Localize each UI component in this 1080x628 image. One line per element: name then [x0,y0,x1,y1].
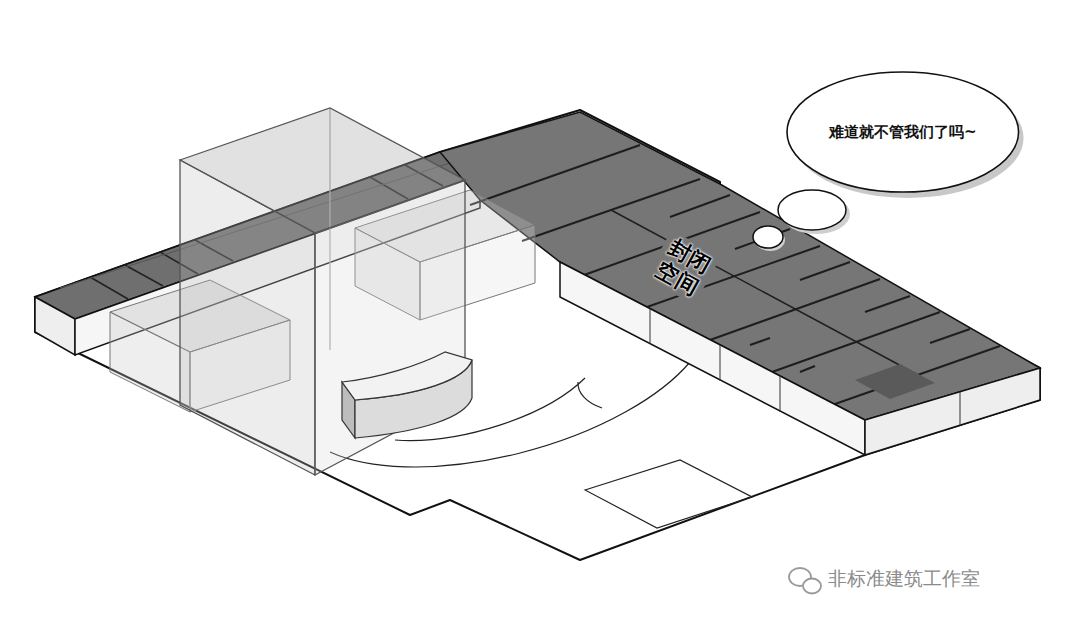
right-wing-end-wall [865,368,1040,455]
floor-rectangle [585,460,752,528]
right-wing-front-wall [560,262,865,455]
wechat-icon [789,568,821,594]
bubble-text: 难道就不管我们了吗~ [829,123,977,142]
room-label: 封闭空间 [645,230,721,305]
left-wing-end-wall [35,297,75,355]
wall-joints [650,309,960,425]
right-wing-room-shade [855,364,935,399]
reception-desk [342,352,472,438]
watermark: 非标准建筑工作室 [828,566,980,592]
floor-arc [578,382,602,408]
bubble-ellipse [787,72,1019,192]
thought-bubble: 难道就不管我们了吗~ [785,70,1021,194]
thought-trail [753,190,850,251]
